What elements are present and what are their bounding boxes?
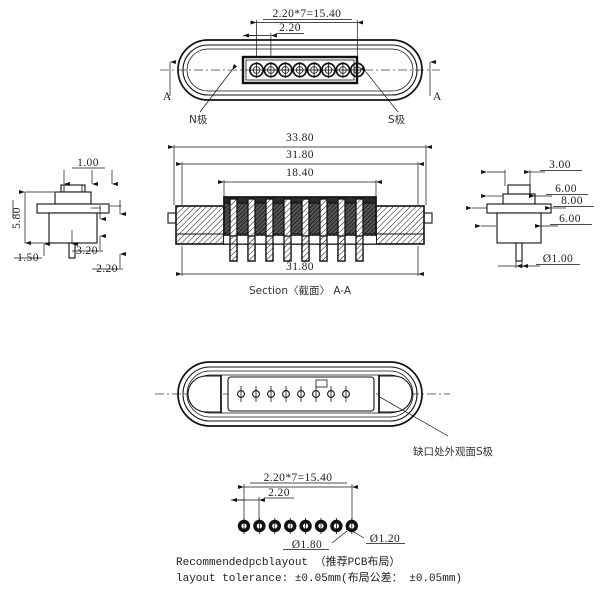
section-marker-right: A — [429, 59, 442, 103]
top-view: 2.20*7=15.40 2.20 A A N极 S极 — [160, 8, 442, 126]
bottom-view: 缺口处外观面S极 — [155, 361, 494, 458]
leader-south-pole — [360, 66, 399, 113]
pcb-caption-line-2: layout tolerance: ±0.05mm(布局公差： ±0.05mm) — [176, 570, 462, 585]
dim-label-pad-dia: Ø1.80 — [292, 539, 322, 551]
pcb-dim-hole-dia: Ø1.20 — [345, 526, 405, 545]
section-pin-tail — [265, 235, 274, 262]
right-view-lower-body — [496, 212, 542, 244]
section-pin-tail — [247, 235, 256, 262]
section-pin-group — [229, 198, 364, 262]
bottom-view-pin-group — [237, 386, 350, 402]
label-south-pole: S极 — [388, 113, 406, 126]
section-caption: Section〈截面〉 A-A — [249, 284, 352, 297]
section-dim-body-width-bottom: 31.80 — [176, 246, 424, 277]
dim-label-right-flange-width: 8.00 — [561, 195, 583, 207]
section-top-cap — [223, 196, 377, 204]
left-view-pin — [68, 242, 76, 259]
section-right-tab — [423, 212, 433, 224]
section-dim-contact-block: 18.40 — [218, 167, 382, 197]
top-view-outer-oval — [177, 39, 423, 101]
polarity-marking-icon — [315, 379, 328, 388]
left-view-lower-body — [48, 212, 98, 244]
left-view-dim-top-tab: 1.00 — [63, 157, 118, 187]
leader-north-pole — [199, 64, 238, 113]
section-pin-tail — [283, 235, 292, 262]
right-view-dim-pin-dia: Ø1.00 — [498, 248, 580, 269]
section-dim-body-width-top: 31.80 — [176, 149, 424, 205]
bottom-view-note: 缺口处外观面S极 — [413, 445, 494, 458]
left-view-flange — [36, 203, 110, 214]
section-dim-outer-width: 33.80 — [168, 132, 432, 205]
left-view-dim-height: 5.80 — [11, 189, 54, 246]
right-view-upper-body — [502, 193, 536, 205]
section-pin-tail — [355, 235, 364, 262]
left-side-view: 1.00 5.80 1.50 3.20 — [11, 157, 126, 275]
section-marker-left: A — [163, 59, 176, 103]
left-view-upper-body — [54, 191, 92, 205]
dim-label-right-upper-width: 6.00 — [555, 183, 577, 195]
section-gap-band — [224, 236, 376, 244]
dim-label-left-height: 5.80 — [11, 207, 23, 229]
top-view-inner-oval-2 — [186, 48, 414, 92]
section-left-body — [175, 205, 225, 245]
bottom-view-oval-3 — [186, 370, 414, 418]
pcb-dim-pad-dia: Ø1.80 — [283, 530, 348, 551]
dim-label-body-width-top: 31.80 — [286, 149, 314, 161]
top-view-pin-group — [249, 62, 365, 78]
leader-bottom-note — [377, 395, 449, 437]
bottom-view-right-cap — [378, 375, 413, 413]
bottom-view-left-cap — [187, 375, 222, 413]
dim-label-right-body-width: 6.00 — [559, 213, 581, 225]
section-label-left: A — [163, 91, 172, 103]
top-view-dim-pitch: 2.20 — [243, 22, 304, 56]
dim-label-pitch: 2.20 — [279, 22, 301, 34]
right-view-pin — [515, 242, 523, 262]
dim-label-right-pin-dia: Ø1.00 — [543, 253, 573, 265]
dim-label-outer-width: 33.80 — [286, 132, 314, 144]
pcb-dim-pitch-total: 2.20*7=15.40 — [238, 472, 358, 520]
label-north-pole: N极 — [189, 113, 208, 126]
section-pin-tail — [301, 235, 310, 262]
section-label-right: A — [433, 91, 442, 103]
right-view-dim-top-width: 3.00 — [481, 159, 582, 186]
left-view-dim-step-a: 3.20 — [72, 205, 106, 257]
dim-label-left-top-tab: 1.00 — [77, 157, 99, 169]
right-view-flange — [486, 203, 552, 214]
right-view-top-tab — [507, 184, 531, 195]
pcb-dim-pitch: 2.20 — [231, 487, 294, 520]
top-view-dim-pitch-total: 2.20*7=15.40 — [250, 8, 364, 56]
dim-label-pcb-pitch: 2.20 — [268, 487, 290, 499]
left-view-dim-step-b: 2.20 — [92, 200, 126, 275]
right-side-view: 3.00 6.00 8.00 6.00 — [466, 159, 594, 269]
dim-label-pcb-pitch-total: 2.20*7=15.40 — [264, 472, 333, 484]
left-view-top-tab — [60, 184, 86, 193]
pcb-layout-view: 2.20*7=15.40 2.20 — [176, 472, 462, 585]
dim-label-body-width-bottom: 31.80 — [286, 261, 314, 273]
right-view-dim-flange-width: 8.00 — [466, 195, 594, 211]
top-view-inner-oval — [182, 44, 418, 96]
dim-label-right-top-width: 3.00 — [549, 159, 571, 171]
section-pin-tails — [229, 235, 364, 262]
dim-label-pitch-total: 2.20*7=15.40 — [273, 8, 342, 20]
section-pin-tail — [229, 235, 238, 262]
right-view-dim-upper-width: 6.00 — [481, 183, 588, 199]
leader-hole-dia — [345, 526, 365, 539]
pcb-caption-line-1: Recommendedpcblayout （推荐PCB布局） — [176, 554, 400, 569]
section-view: 33.80 31.80 18.40 — [167, 132, 433, 297]
section-left-tab — [167, 212, 177, 224]
left-view-dim-pin: 1.50 — [14, 230, 78, 264]
bottom-view-outer-oval — [177, 361, 423, 427]
section-right-body — [375, 205, 425, 245]
bottom-view-oval-2 — [182, 366, 418, 422]
right-view-dim-body-width: 6.00 — [475, 213, 592, 229]
dim-label-contact-block: 18.40 — [286, 167, 314, 179]
leader-pad-dia — [331, 530, 348, 544]
section-pin-tail — [337, 235, 346, 262]
section-pin-tail — [319, 235, 328, 262]
dim-label-hole-dia: Ø1.20 — [370, 533, 400, 545]
